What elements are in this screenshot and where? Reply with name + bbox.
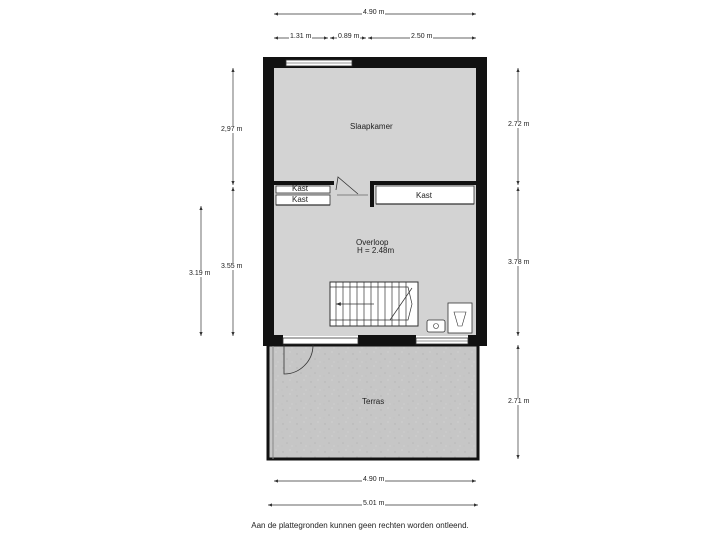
dim-left-lower: 3.55 m — [220, 263, 244, 270]
stairs — [329, 281, 419, 327]
room-label-closet-b: Kast — [292, 195, 309, 204]
room-label-terrace: Terras — [362, 397, 385, 406]
room-label-closet-c: Kast — [416, 191, 433, 200]
bedroom-door — [335, 176, 368, 196]
dim-right-middle: 3.78 m — [507, 259, 531, 266]
room-label-closet-a: Kast — [292, 184, 309, 193]
dim-top-seg-3: 2.50 m — [410, 33, 434, 40]
dim-top-seg-1: 1.31 m — [289, 33, 313, 40]
dim-left-outer: 3.19 m — [188, 270, 212, 277]
windows — [285, 59, 469, 345]
walls — [263, 57, 487, 346]
dim-top-seg-2: 0.89 m — [337, 33, 361, 40]
dim-right-lower: 2.71 m — [507, 398, 531, 405]
boiler — [426, 302, 473, 334]
dim-bottom-outer: 5.01 m — [362, 500, 386, 507]
dim-bottom-inner: 4.90 m — [362, 476, 386, 483]
interior-walls — [274, 181, 476, 207]
dim-right-upper: 2.72 m — [507, 121, 531, 128]
room-label-landing: Overloop — [356, 238, 389, 247]
dim-top-total: 4.90 m — [362, 9, 386, 16]
room-label-bedroom: Slaapkamer — [350, 122, 393, 131]
terrace — [266, 343, 480, 461]
disclaimer-text: Aan de plattegronden kunnen geen rechten… — [251, 521, 469, 530]
terrace-door — [282, 337, 359, 375]
dim-left-upper: 2,97 m — [220, 126, 244, 133]
closets — [275, 185, 475, 206]
landing-height: H = 2.48m — [357, 246, 395, 255]
